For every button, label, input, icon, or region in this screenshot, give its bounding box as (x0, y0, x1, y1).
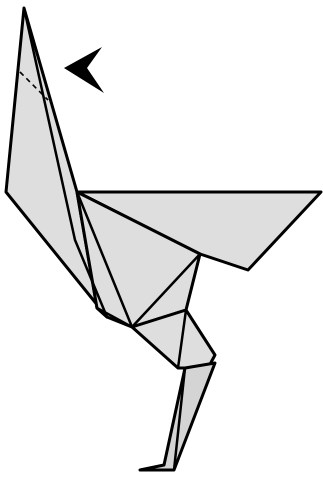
arrowhead-left-icon (64, 47, 104, 93)
lower-leg (140, 363, 215, 470)
